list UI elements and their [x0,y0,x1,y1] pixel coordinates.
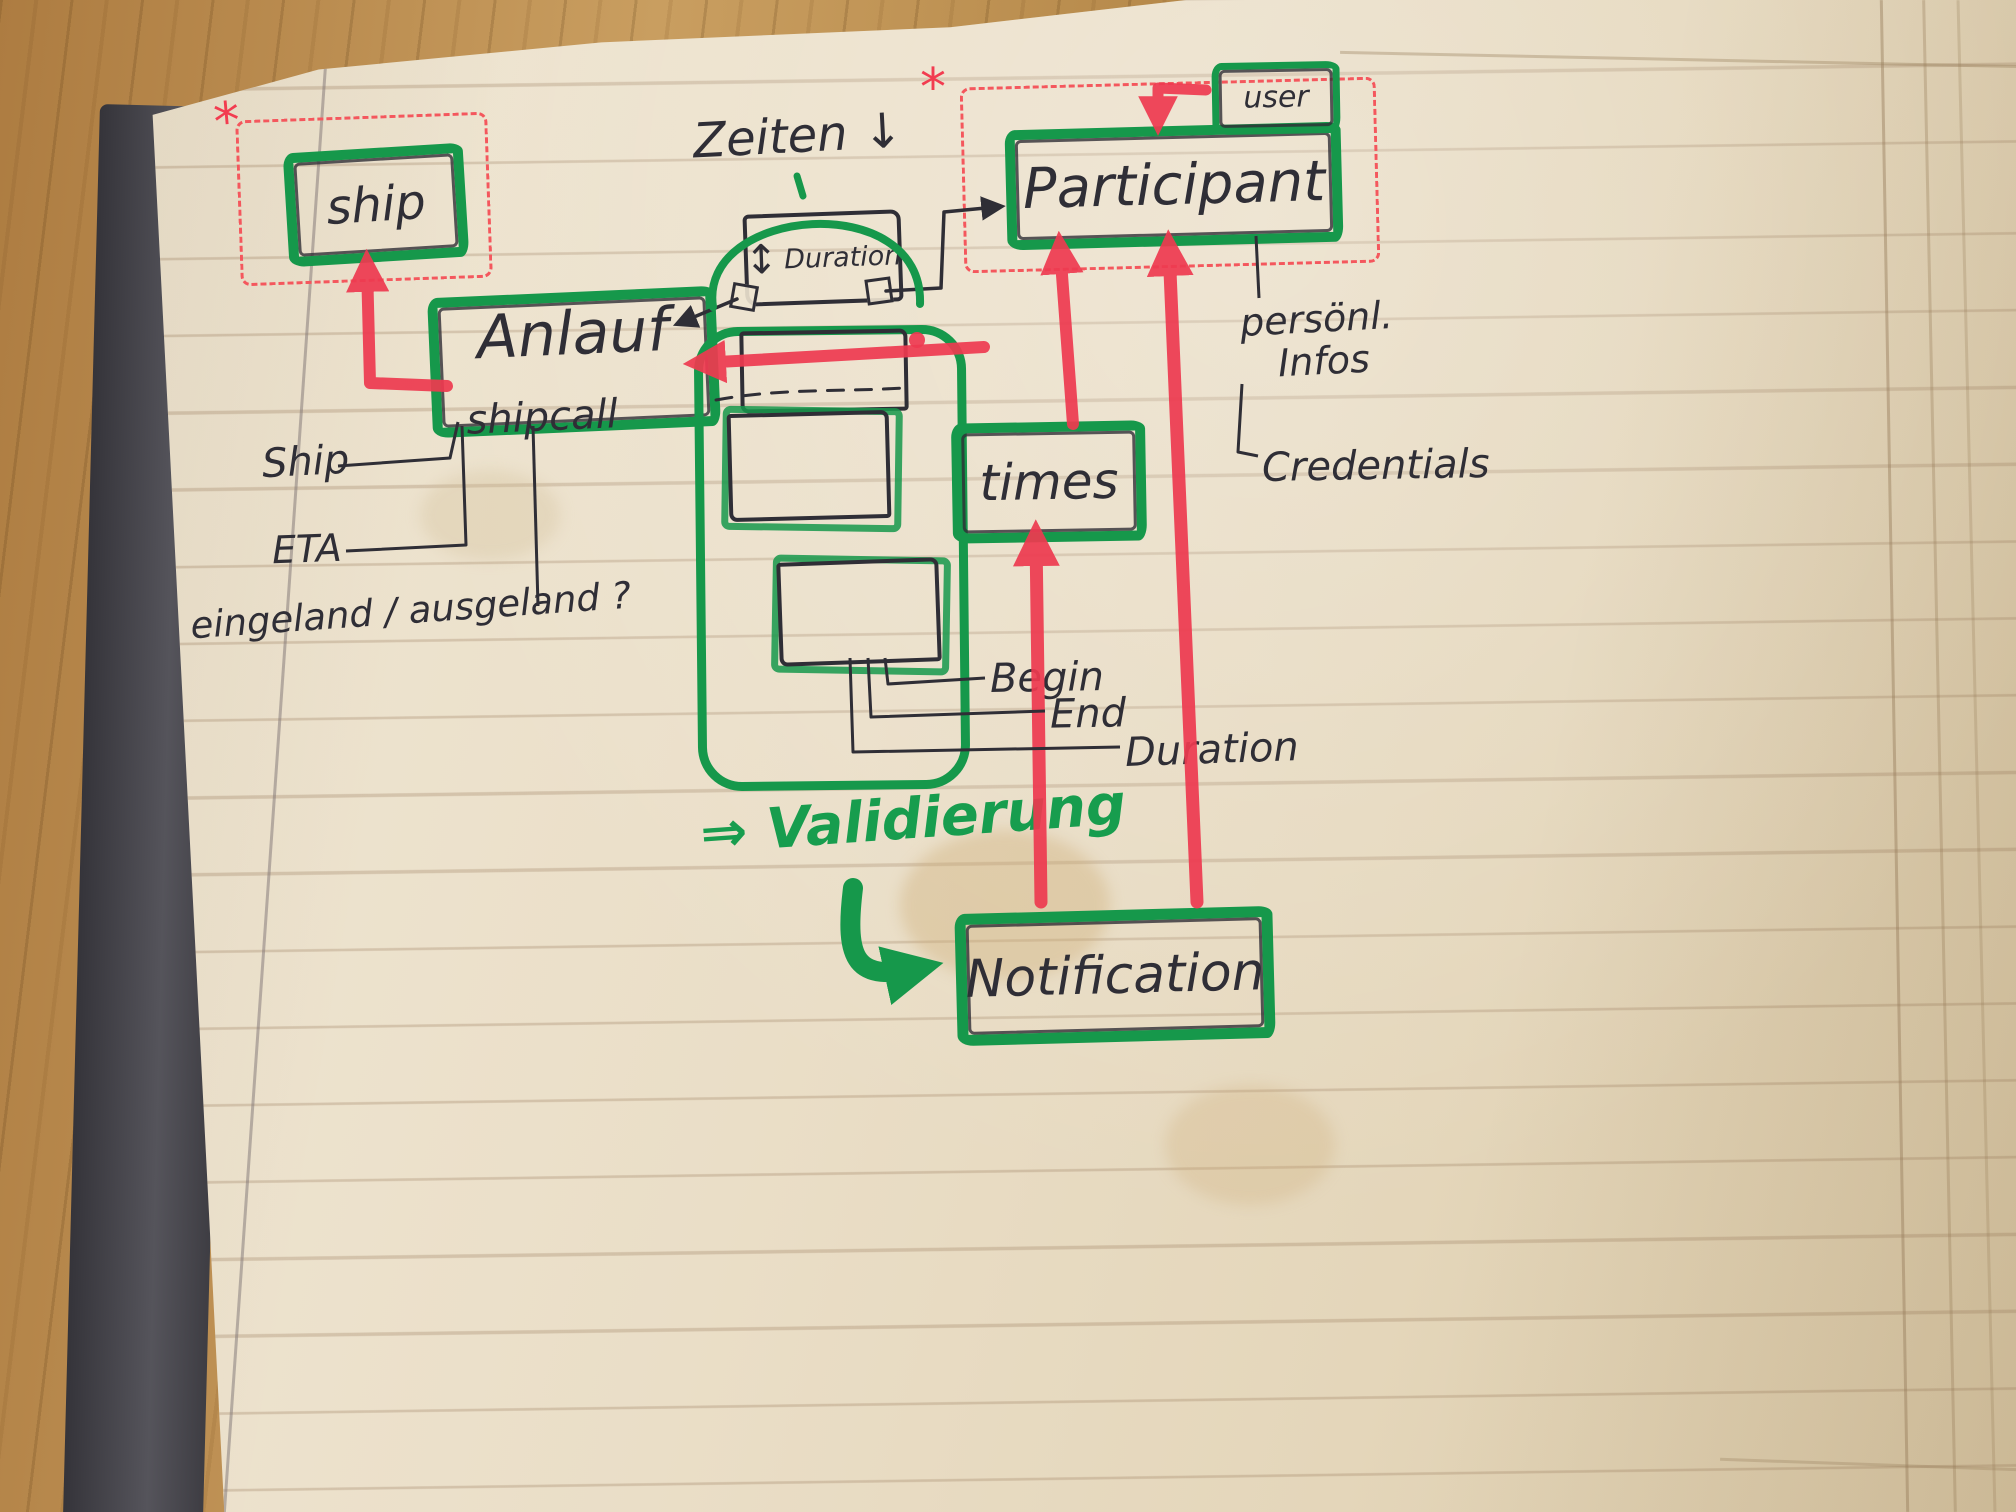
time-entry-box [726,409,892,523]
zeiten-note: Zeiten ↓ [691,102,905,170]
participant-label: Participant [1022,149,1326,222]
duration-box-label: Duration [783,239,902,275]
attr-persoenl-label-line2: Infos [1276,336,1371,386]
page-shading [152,0,2016,1512]
participant-asterisk: * [920,58,946,118]
times-label: times [978,451,1119,513]
notebook-page [152,0,2016,1512]
time-entry-box [776,557,942,667]
attr-end-label: End [1049,690,1127,738]
notification-label: Notification [964,942,1266,1010]
updown-arrow-icon: ↕ [743,236,779,284]
user-label: user [1242,79,1310,116]
attr-duration-label: Duration [1124,723,1300,777]
attr-persoenl-label-line1: persönl. [1238,293,1394,345]
ship-box: ship [282,142,470,268]
time-entry-box [739,328,909,414]
anlauf-box: Anlauf shipcall [427,285,721,444]
connector-square [864,276,894,306]
times-box: times [950,420,1148,544]
attr-ship-label: Ship [260,436,351,488]
attr-eta-label: ETA [271,525,343,573]
user-box: user [1211,60,1341,136]
shipcall-label: shipcall [465,391,619,444]
ship-label: ship [324,174,428,236]
notification-box: Notification [954,905,1276,1047]
anlauf-label: Anlauf [475,294,670,374]
connector-square [728,281,760,313]
paper-stain [1165,1085,1335,1205]
attr-credentials-label: Credentials [1261,441,1490,491]
participant-box: Participant [1004,121,1344,251]
paper-stain [420,470,560,560]
